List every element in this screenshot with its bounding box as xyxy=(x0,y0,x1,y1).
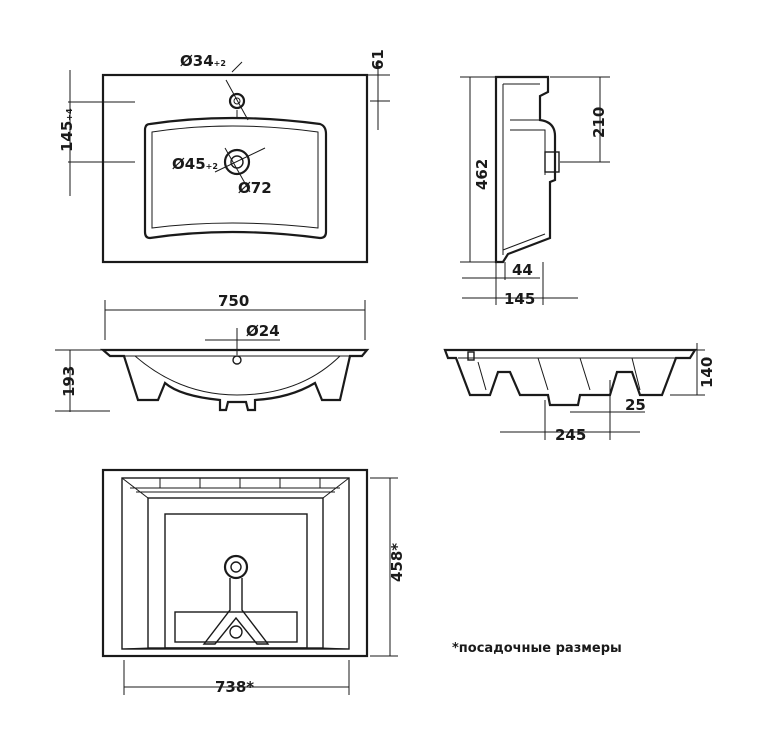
side-view-overflow xyxy=(544,151,560,173)
bottom-view-bowl xyxy=(164,513,308,649)
bottom-depth-label: 458* xyxy=(388,543,406,582)
drain-outer xyxy=(223,148,251,176)
bottom-view-overflow xyxy=(229,625,243,639)
section-245-label: 245 xyxy=(555,426,586,444)
drain-dia-label: Ø45+2 xyxy=(172,155,218,173)
side-view-inner-lines xyxy=(502,83,546,255)
side-height-label: 462 xyxy=(473,159,491,190)
bottom-view-recess xyxy=(174,611,298,643)
section-view: 140 25 245 xyxy=(443,343,716,444)
top-hole-dia-label: Ø34+2 xyxy=(180,52,226,70)
tap-hole-inner xyxy=(233,97,241,105)
section-140-label: 140 xyxy=(698,357,716,388)
tap-hole-leader-tip xyxy=(231,61,243,73)
bottom-view-ribs xyxy=(130,487,340,493)
drain-leader-2 xyxy=(224,147,251,193)
bottom-width-label: 738* xyxy=(215,678,254,696)
bottom-view-corner-lines xyxy=(121,477,350,650)
section-25-label: 25 xyxy=(625,396,646,414)
front-height-label: 193 xyxy=(60,366,78,397)
side-210-label: 210 xyxy=(590,107,608,138)
tap-hole-leader xyxy=(225,79,249,121)
tap-hole xyxy=(228,92,246,110)
front-view-bowl-curve xyxy=(134,355,341,396)
front-view: 750 Ø24 193 xyxy=(55,292,370,412)
top-margin-label: 61 xyxy=(369,49,387,70)
top-view-bowl xyxy=(143,116,328,240)
front-hole xyxy=(232,355,242,365)
front-view-outline xyxy=(100,348,370,412)
side-view: 462 210 44 145 xyxy=(460,75,610,308)
section-view-outline xyxy=(443,348,697,407)
top-view-bowl-inner xyxy=(151,125,319,229)
bottom-view: 458* 738* xyxy=(101,468,406,696)
bottom-view-rib-ticks xyxy=(159,478,321,488)
drain-inner xyxy=(230,155,244,169)
front-width-label: 750 xyxy=(218,292,249,310)
top-view-outline xyxy=(101,73,369,264)
section-view-ribs xyxy=(458,357,676,391)
drain-outer-label: Ø72 xyxy=(238,179,272,197)
section-view-notch xyxy=(467,351,475,361)
bottom-view-drain-inner xyxy=(230,561,242,573)
side-145-label: 145 xyxy=(504,290,535,308)
side-44-label: 44 xyxy=(512,261,533,279)
bottom-view-drain-outer xyxy=(223,554,249,580)
bottom-view-outline xyxy=(101,468,369,658)
top-depth-label: 145+4 xyxy=(58,108,76,152)
drain-leader-1 xyxy=(214,147,266,173)
fitting-dimensions-note: *посадочные размеры xyxy=(452,641,622,656)
top-view: Ø34+2 61 145+4 Ø45+2 Ø72 xyxy=(58,49,390,264)
front-hole-label: Ø24 xyxy=(246,322,280,340)
bottom-view-frame xyxy=(121,477,350,650)
side-view-outline xyxy=(494,75,557,264)
bottom-view-drain-bracket xyxy=(202,578,270,645)
